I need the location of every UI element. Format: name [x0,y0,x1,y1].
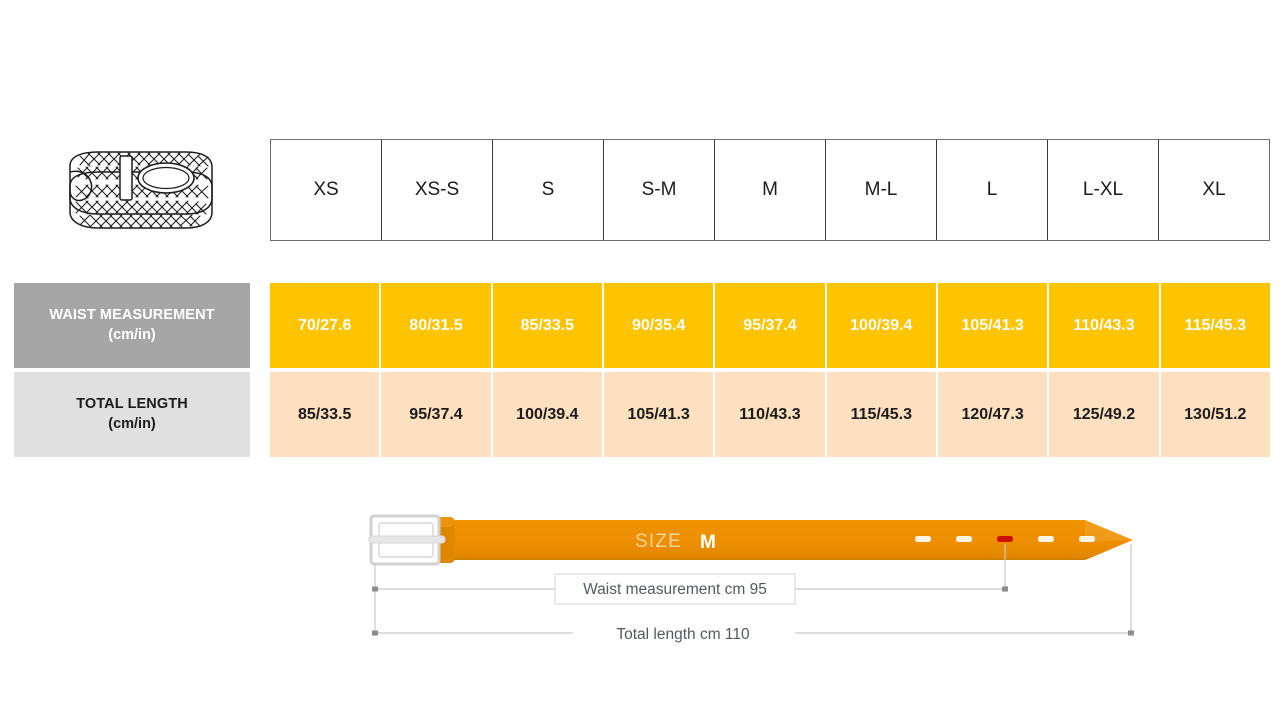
waist-measurement-label: WAIST MEASUREMENT (cm/in) [14,283,250,368]
waist-cell-xl: 115/45.3 [1160,283,1270,368]
length-label-line1: TOTAL LENGTH [76,396,188,413]
length-label-line2: (cm/in) [108,415,156,432]
size-header-cell-s-m[interactable]: S-M [604,140,715,240]
size-header-cell-xs-s[interactable]: XS-S [382,140,493,240]
waist-label-line2: (cm/in) [108,326,156,343]
length-cell-l-xl: 125/49.2 [1049,372,1161,457]
size-header-table: XS XS-S S S-M M M-L L L-XL XL [270,139,1270,241]
total-length-dimension-label: Total length cm 110 [616,626,750,643]
size-caption-value: M [700,532,716,553]
total-length-label: TOTAL LENGTH (cm/in) [14,372,250,457]
belt-hole-4 [1038,536,1054,542]
size-header-cell-s[interactable]: S [493,140,604,240]
length-cell-xl: 130/51.2 [1160,372,1270,457]
total-length-dimension-line: Total length cm 110 [372,619,1134,647]
belt-hole-3-selected [997,536,1013,542]
belt-buckle [368,514,446,566]
waist-measurement-row: WAIST MEASUREMENT (cm/in) 70/27.6 80/31.… [0,283,1280,368]
dimension-extension-lines [374,544,1132,636]
total-length-row: TOTAL LENGTH (cm/in) 85/33.5 95/37.4 100… [0,372,1280,457]
size-header-cell-xs[interactable]: XS [271,140,382,240]
belt-diagram-svg: SIZE M Waist measurement cm 95 Total len… [368,514,1134,647]
size-header-cell-m[interactable]: M [715,140,826,240]
size-header-cell-l[interactable]: L [937,140,1048,240]
belt-hole-1 [915,536,931,542]
length-cell-s: 100/39.4 [492,372,604,457]
size-header-cell-l-xl[interactable]: L-XL [1048,140,1159,240]
waist-cell-m-l: 100/39.4 [826,283,938,368]
total-length-cells: 85/33.5 95/37.4 100/39.4 105/41.3 110/43… [270,372,1270,457]
size-header-cell-m-l[interactable]: M-L [826,140,937,240]
braided-belt-illustration [56,142,226,238]
size-header-cell-xl[interactable]: XL [1202,179,1226,200]
braided-belt-icon [69,151,213,229]
waist-cell-l-xl: 110/43.3 [1049,283,1161,368]
size-caption-prefix: SIZE [635,531,682,552]
belt-hole-2 [956,536,972,542]
belt-strap [449,520,1133,560]
waist-cell-m: 95/37.4 [715,283,827,368]
length-cell-xs-s: 95/37.4 [381,372,493,457]
waist-dimension-label: Waist measurement cm 95 [583,581,767,598]
belt-keeper [119,155,195,201]
waist-cell-xs-s: 80/31.5 [381,283,493,368]
belt-hole-5 [1079,536,1095,542]
waist-cell-s-m: 90/35.4 [603,283,716,368]
waist-cell-xs: 70/27.6 [270,283,382,368]
length-cell-m-l: 115/45.3 [826,372,938,457]
waist-measurement-cells: 70/27.6 80/31.5 85/33.5 90/35.4 95/37.4 … [270,283,1270,368]
belt-holes [915,536,1095,542]
belt-measurement-diagram: SIZE M Waist measurement cm 95 Total len… [355,500,1155,650]
length-cell-s-m: 105/41.3 [603,372,716,457]
waist-cell-s: 85/33.5 [492,283,604,368]
length-cell-m: 110/43.3 [715,372,827,457]
length-cell-xs: 85/33.5 [270,372,382,457]
length-cell-l: 120/47.3 [937,372,1050,457]
waist-dimension-line: Waist measurement cm 95 [372,573,1008,605]
waist-cell-l: 105/41.3 [937,283,1050,368]
waist-label-line1: WAIST MEASUREMENT [49,307,215,324]
